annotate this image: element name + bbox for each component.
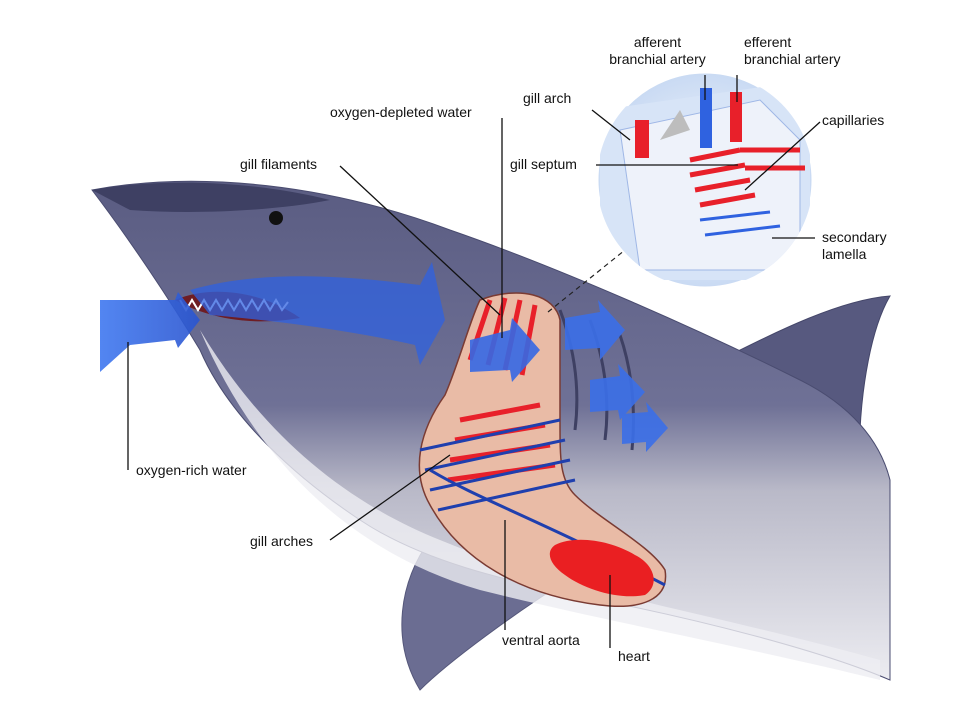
shark-belly [200, 330, 880, 680]
water-flow-through-mouth [190, 262, 445, 365]
secondary-lamella-line2: lamella [822, 246, 867, 262]
label-gill-arches: gill arches [250, 533, 314, 549]
shark-snout [92, 182, 330, 212]
label-secondary-lamella: secondary lamella [822, 229, 887, 263]
label-afferent-branchial-artery: afferent branchial artery [580, 34, 735, 68]
afferent-line2: branchial artery [609, 51, 706, 67]
water-flow-in [100, 292, 200, 372]
label-gill-arch: gill arch [523, 90, 572, 106]
label-efferent-branchial-artery: efferent branchial artery [744, 34, 841, 68]
label-gill-filaments: gill filaments [240, 156, 318, 172]
shark-eye [269, 211, 283, 225]
heart-shape [549, 539, 654, 597]
inset-magnification [595, 70, 815, 290]
water-flow-out [565, 300, 668, 452]
label-oxygen-depleted-water: oxygen-depleted water [330, 104, 472, 120]
efferent-line1: efferent [744, 34, 792, 50]
label-gill-septum: gill septum [510, 156, 577, 172]
water-flow-to-gills [470, 318, 540, 382]
inset-connector [547, 249, 626, 313]
leader-lines [127, 75, 821, 648]
afferent-line1: afferent [633, 34, 682, 50]
label-ventral-aorta: ventral aorta [502, 632, 580, 648]
label-capillaries: capillaries [822, 112, 885, 128]
efferent-line2: branchial artery [744, 51, 841, 67]
label-heart: heart [618, 648, 650, 664]
label-oxygen-rich-water: oxygen-rich water [136, 462, 247, 478]
secondary-lamella-line1: secondary [822, 229, 887, 245]
